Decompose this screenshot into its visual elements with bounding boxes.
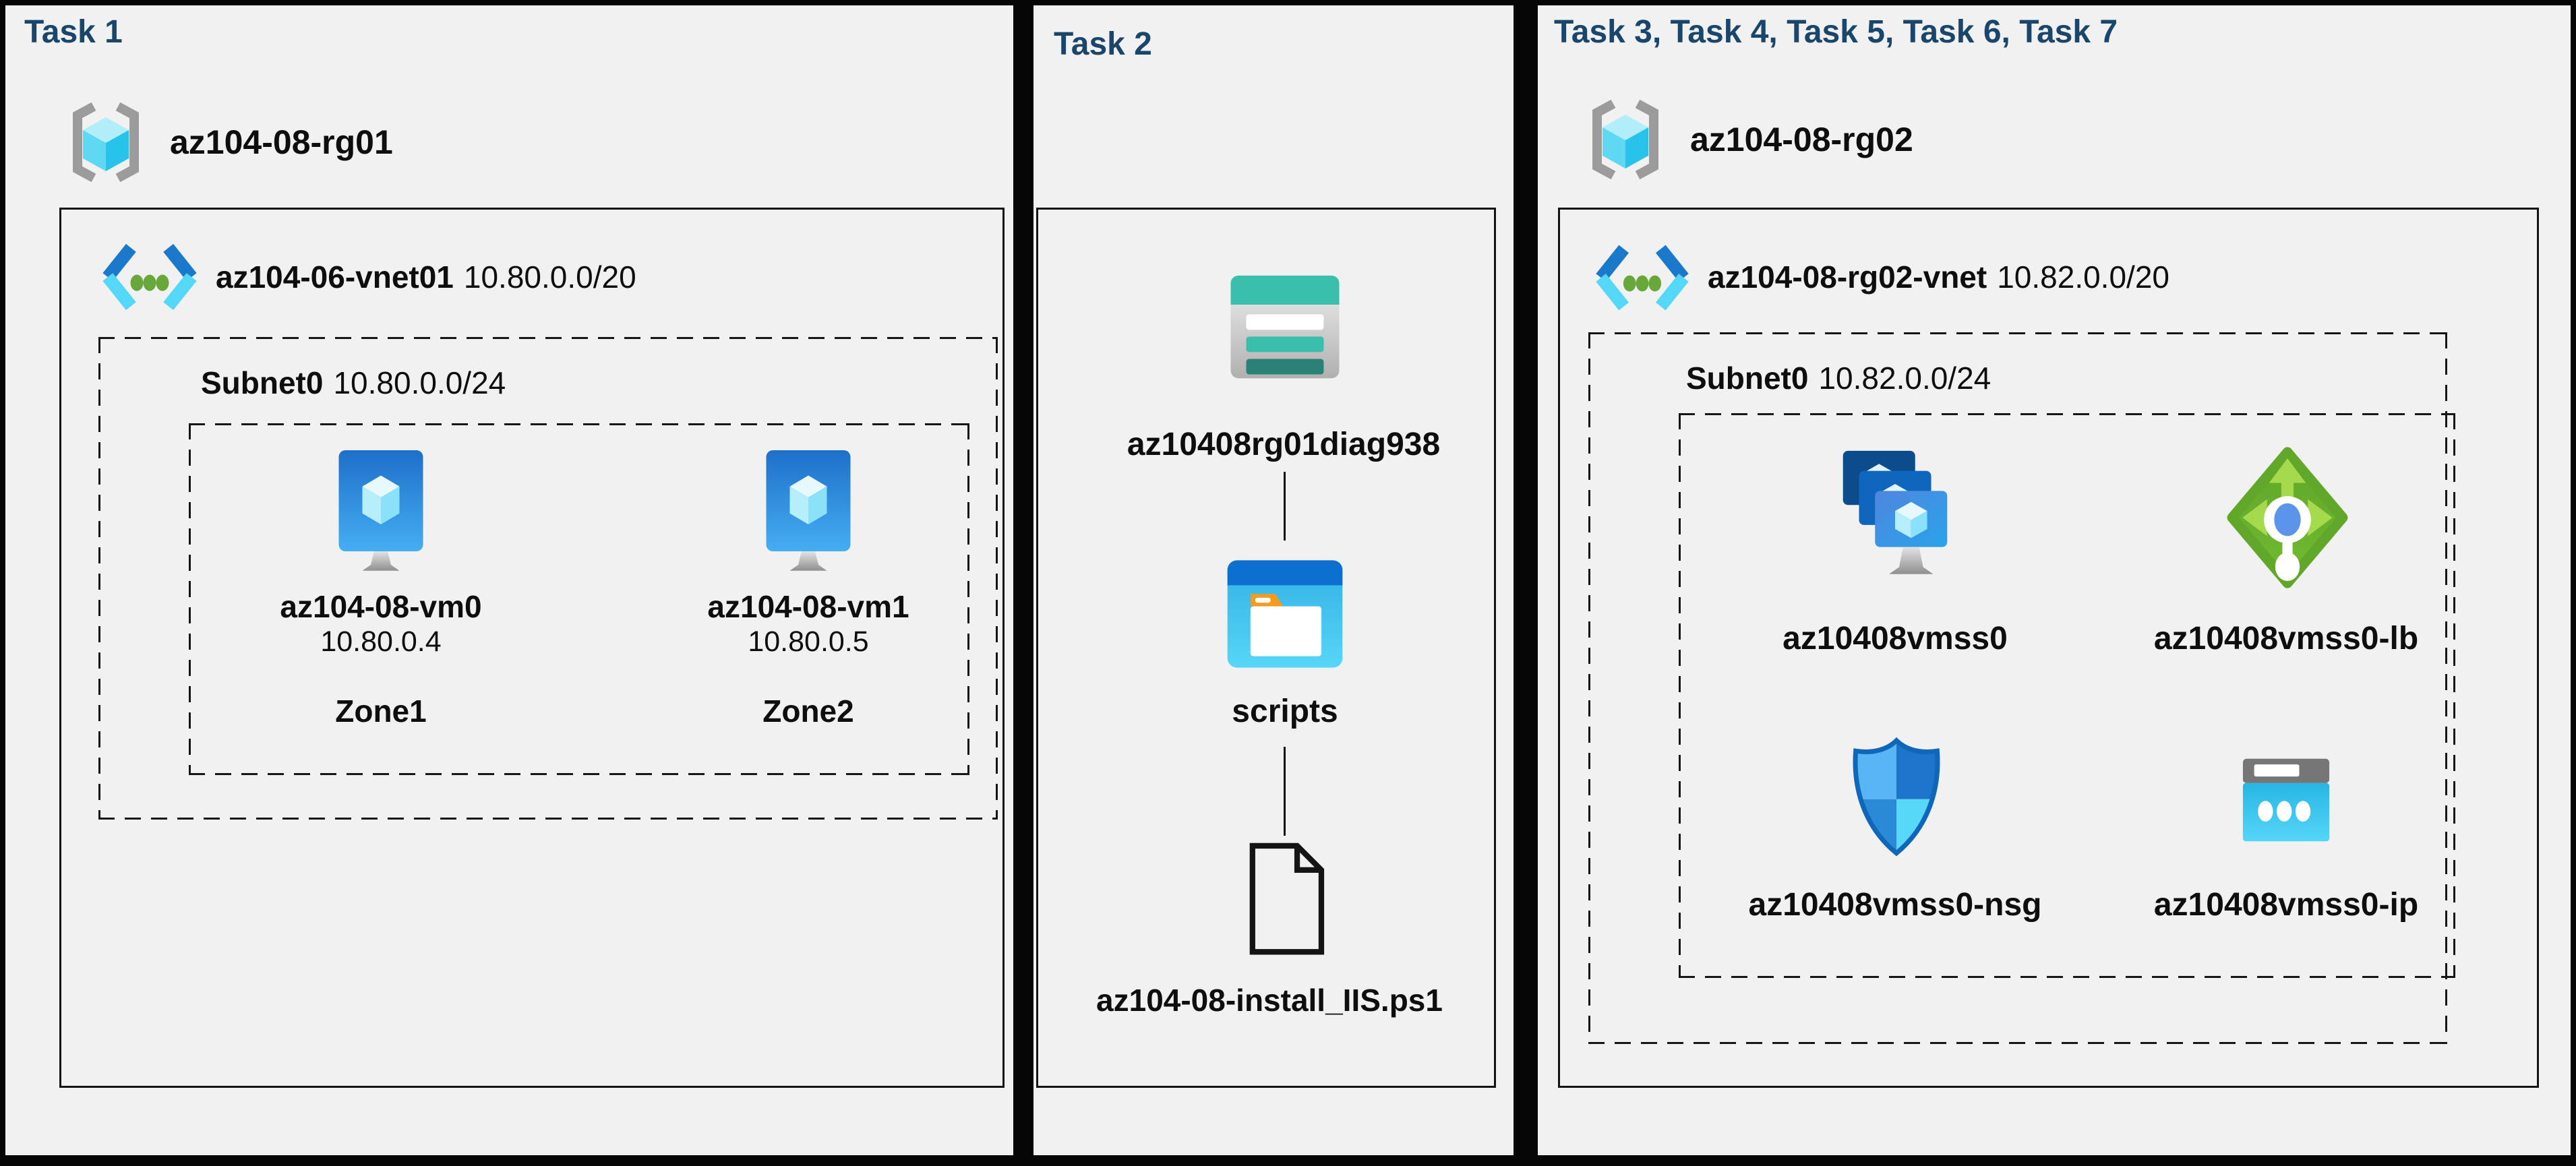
network-security-group-icon — [1853, 737, 1940, 857]
vnet-label: az104-08-rg02-vnet 10.82.0.0/20 — [1708, 262, 2169, 293]
script-file-icon — [1249, 842, 1325, 955]
subnet-cidr: 10.80.0.0/24 — [333, 365, 506, 400]
tasks3-7-panel: Task 3, Task 4, Task 5, Task 6, Task 7 a… — [1538, 5, 2571, 1155]
storage-account-icon — [1230, 275, 1340, 379]
rg02-boundary-box — [1558, 208, 2539, 1088]
vm0-ip: 10.80.0.4 — [320, 625, 442, 658]
subnet-name: Subnet0 — [201, 365, 324, 400]
public-ip-icon — [2242, 758, 2330, 842]
rg01-boundary-box — [59, 208, 1005, 1088]
container-name: scripts — [1232, 694, 1338, 729]
subnet-label: Subnet0 10.80.0.0/24 — [201, 367, 506, 398]
vm0-name: az104-08-vm0 — [280, 589, 482, 624]
subnet-cidr: 10.82.0.0/24 — [1818, 361, 1991, 396]
task1-title: Task 1 — [24, 14, 123, 50]
resource-group-name: az104-08-rg01 — [170, 123, 393, 161]
public-ip-name: az10408vmss0-ip — [2153, 887, 2419, 923]
vnet-cidr: 10.82.0.0/20 — [1997, 259, 2169, 295]
subnet-name: Subnet0 — [1686, 361, 1809, 396]
vnet-cidr: 10.80.0.0/20 — [463, 259, 636, 295]
nsg-name: az10408vmss0-nsg — [1748, 887, 2042, 923]
tasks3-7-title: Task 3, Task 4, Task 5, Task 6, Task 7 — [1554, 14, 2118, 50]
storage-boundary-box — [1036, 208, 1496, 1088]
storage-account-name: az10408rg01diag938 — [1127, 427, 1441, 462]
virtual-network-icon — [102, 243, 197, 311]
vmss-name: az10408vmss0 — [1783, 621, 2008, 656]
task2-panel: Task 2 az10408rg01diag938 scripts az104-… — [1034, 5, 1514, 1155]
task2-title: Task 2 — [1054, 26, 1152, 62]
resource-group-icon — [73, 102, 139, 183]
load-balancer-name: az10408vmss0-lb — [2153, 621, 2419, 656]
vnet-name: az104-08-rg02-vnet — [1708, 259, 1987, 295]
load-balancer-icon — [2227, 447, 2348, 588]
vm0-zone: Zone1 — [335, 694, 427, 729]
virtual-machine-icon — [766, 450, 851, 571]
virtual-network-icon — [1596, 245, 1689, 311]
connector-line — [1284, 747, 1286, 836]
vm1-zone: Zone2 — [762, 694, 854, 729]
blob-container-icon — [1227, 560, 1343, 668]
resource-group-icon — [1592, 99, 1658, 180]
script-file-name: az104-08-install_IIS.ps1 — [1096, 983, 1443, 1018]
connector-line — [1284, 472, 1286, 541]
resource-group-name: az104-08-rg02 — [1690, 121, 1913, 158]
vnet-name: az104-06-vnet01 — [216, 259, 454, 295]
vm1-name: az104-08-vm1 — [707, 589, 909, 624]
virtual-machine-icon — [338, 450, 423, 571]
vm1-ip: 10.80.0.5 — [748, 625, 869, 658]
subnet-label: Subnet0 10.82.0.0/24 — [1686, 363, 1991, 394]
vm-scale-set-icon — [1843, 450, 1948, 574]
